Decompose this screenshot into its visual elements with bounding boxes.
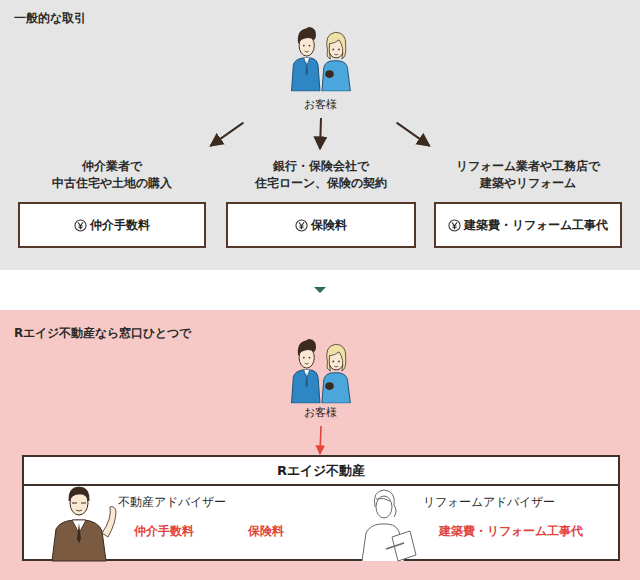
advisor-hand [102,507,116,538]
yen-icon-glyph [75,219,86,230]
down-marker [314,287,326,293]
fee-item: 仲介手数料 [74,217,150,233]
flow-arrow [320,426,321,454]
fee-box: 仲介手数料 [18,202,206,248]
yen-icon-glyph [424,525,435,536]
flow-arrow [320,118,321,149]
advisor-suit [52,520,106,561]
fee-text: 仲介手数料 [134,523,194,539]
service-group: 仲介業者で 中古住宅や土地の購入仲介手数料 [18,150,206,248]
fee-text: 保険料 [311,217,347,233]
customer-couple [292,27,351,91]
customer-illustration [282,334,358,404]
fee-text: 建築費・リフォーム工事代 [439,523,583,539]
yen-icon-glyph [233,525,244,536]
customer-node: お客様 [250,334,390,422]
fee-text: 仲介手数料 [90,217,150,233]
flow-arrow [210,123,243,146]
fee-item: 建築費・リフォーム工事代 [448,217,608,233]
yen-icon [295,219,308,232]
customer-label: お客様 [250,98,390,112]
yen-icon [448,219,461,232]
section-label: Rエイジ不動産なら窓口ひとつで [14,325,191,341]
section-label: 一般的な取引 [14,10,86,26]
customer-node: お客様 [250,22,390,114]
service-group: 銀行・保険会社で 住宅ローン、保険の契約保険料 [226,150,416,248]
customer-label: お客様 [250,406,390,420]
fee-box: 保険料 [226,202,416,248]
advisor-title: 不動産アドバイザー [118,494,226,510]
group-heading: 仲介業者で 中古住宅や土地の購入 [32,158,192,192]
company-name: Rエイジ不動産 [277,462,365,480]
yen-icon-glyph [449,219,460,230]
fee-item: 保険料 [295,217,347,233]
advisor-tie [77,523,81,543]
fee-box: 建築費・リフォーム工事代 [434,202,622,248]
advisor-hair [69,487,89,501]
yen-icon-glyph [119,525,130,536]
group-heading: リフォーム業者や工務店で 建築やリフォーム [448,158,608,192]
customer-illustration [282,22,358,92]
advisor-title: リフォームアドバイザー [423,494,555,510]
reform-face [376,496,392,518]
service-group: リフォーム業者や工務店で 建築やリフォーム建築費・リフォーム工事代 [434,150,622,248]
reform-pen [386,543,404,549]
flow-arrow [397,123,430,146]
yen-icon-glyph [296,219,307,230]
company-header: Rエイジ不動産 [24,457,618,486]
fee-text: 建築費・リフォーム工事代 [464,217,608,233]
reform-hair [374,490,396,517]
fee-text: 保険料 [248,523,284,539]
yen-icon [74,219,87,232]
advisor-mouth [76,510,82,511]
advisor-glasses [72,502,86,503]
customer-couple [292,339,351,403]
group-heading: 銀行・保険会社で 住宅ローン、保険の契約 [241,158,401,192]
